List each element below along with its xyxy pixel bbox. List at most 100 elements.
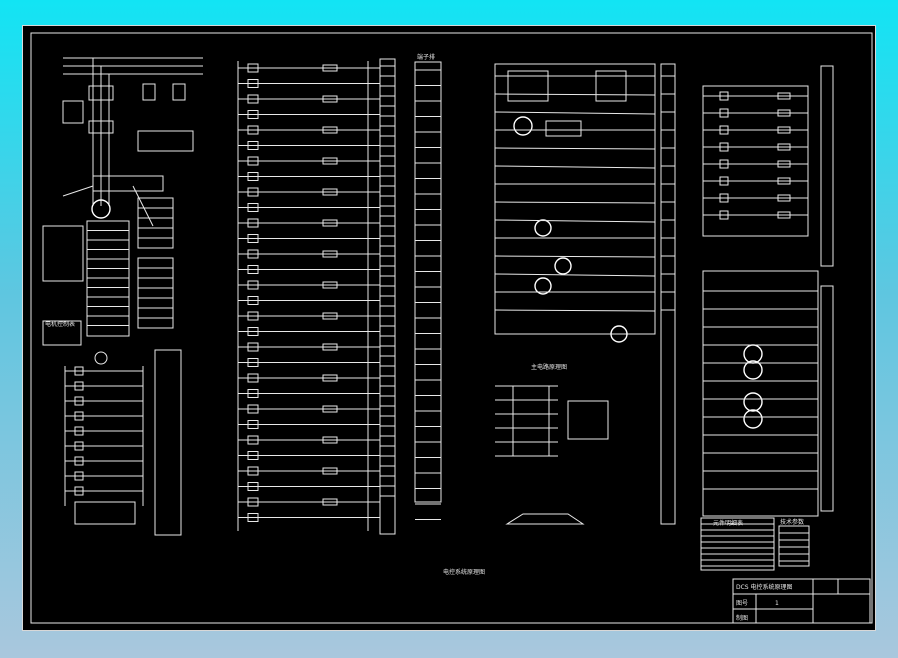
relay-contact	[247, 79, 259, 88]
relay-contact	[719, 142, 729, 152]
relay-contact	[247, 94, 259, 104]
relay-contact	[247, 482, 259, 491]
relay-contact	[719, 91, 729, 101]
switch-symbol	[74, 411, 84, 421]
relay-contact	[247, 466, 259, 476]
relay-contact	[247, 110, 259, 119]
title-block-row2-label: 图号	[736, 600, 748, 607]
coil	[322, 467, 338, 475]
relay-contact	[247, 234, 259, 243]
right-circuit-panel: 元件明细表 技术参数	[700, 65, 834, 571]
relay-contact	[247, 265, 259, 274]
relay-contact	[247, 203, 259, 212]
relay-contact	[247, 218, 259, 228]
switch-symbol	[74, 486, 84, 496]
panel3-caption: 主电路原理图	[531, 363, 567, 371]
coil	[322, 157, 338, 165]
coil	[777, 92, 791, 100]
coil	[777, 160, 791, 168]
relay-contact	[247, 125, 259, 135]
title-block-title: DCS 电控系统原理图	[736, 583, 793, 591]
trace	[494, 273, 656, 277]
coil	[322, 64, 338, 72]
electronic-control-panel: 主电路原理图	[494, 63, 676, 525]
relay-contact	[247, 327, 259, 336]
small-table-title: 电机控制表	[45, 320, 75, 328]
relay-contact	[247, 373, 259, 383]
coil	[777, 109, 791, 117]
small-table	[42, 320, 82, 346]
trace	[494, 93, 656, 96]
coil	[322, 219, 338, 227]
switch-symbol	[74, 426, 84, 436]
coil	[322, 374, 338, 382]
switch-symbol	[74, 396, 84, 406]
relay-contact	[247, 389, 259, 398]
trace	[494, 201, 656, 204]
relay-contact	[247, 513, 259, 522]
coil	[322, 343, 338, 351]
trace	[494, 309, 656, 312]
coil	[322, 405, 338, 413]
wiring-detail	[64, 63, 818, 567]
relay-contact	[719, 108, 729, 118]
switch-symbol	[74, 441, 84, 451]
coil	[777, 143, 791, 151]
coil	[322, 188, 338, 196]
component-table	[700, 517, 775, 571]
switch-symbol	[74, 471, 84, 481]
title-block: DCS 电控系统原理图 图号 1 制图	[732, 578, 871, 624]
coil	[322, 498, 338, 506]
relay-contact	[719, 125, 729, 135]
relay-contact	[719, 193, 729, 203]
relay-contact	[247, 342, 259, 352]
panel4-label-column	[820, 65, 834, 267]
trace	[494, 219, 656, 223]
coil	[322, 436, 338, 444]
coil	[322, 312, 338, 320]
relay-contact	[719, 210, 729, 220]
schematic-sheet: 电机控制表 端子排 主电路原理图	[30, 32, 873, 624]
relay-contact	[719, 176, 729, 186]
relay-contact	[247, 404, 259, 414]
panel3-label-column	[660, 63, 676, 525]
relay-contact	[247, 497, 259, 507]
relay-contact	[247, 451, 259, 460]
relay-contact	[719, 159, 729, 169]
relay-contact	[247, 141, 259, 150]
coil	[322, 250, 338, 258]
trace	[494, 255, 656, 258]
motor-symbol	[91, 199, 111, 219]
spec-table-title: 技术参数	[780, 518, 804, 526]
coil	[322, 126, 338, 134]
relay-contact	[247, 311, 259, 321]
coil	[777, 194, 791, 202]
center-caption: 电控系统原理图	[443, 568, 485, 576]
terminal-strip-label: 端子排	[417, 53, 435, 61]
switch-symbol	[74, 381, 84, 391]
relay-contact	[247, 358, 259, 367]
switch-symbol	[74, 456, 84, 466]
control-ladder-panel: 端子排	[237, 53, 442, 535]
coil	[322, 95, 338, 103]
trace	[494, 111, 656, 115]
drawing-canvas: 电机控制表 端子排 主电路原理图	[22, 25, 876, 631]
relay-contact	[247, 280, 259, 290]
relay-contact	[247, 187, 259, 197]
title-block-row3-label: 制图	[736, 614, 748, 622]
relay-contact	[247, 172, 259, 181]
relay-contact	[247, 249, 259, 259]
trace	[494, 147, 656, 150]
title-block-row2-value: 1	[775, 600, 779, 607]
coil	[777, 211, 791, 219]
spec-table	[778, 525, 810, 567]
component-table-title: 元件明细表	[713, 519, 743, 527]
relay-contact	[247, 420, 259, 429]
coil	[322, 281, 338, 289]
switch-symbol	[74, 366, 84, 376]
relay-contact	[247, 296, 259, 305]
relay-contact	[247, 156, 259, 166]
coil	[777, 177, 791, 185]
trace	[494, 165, 656, 169]
legend-column	[154, 349, 182, 536]
